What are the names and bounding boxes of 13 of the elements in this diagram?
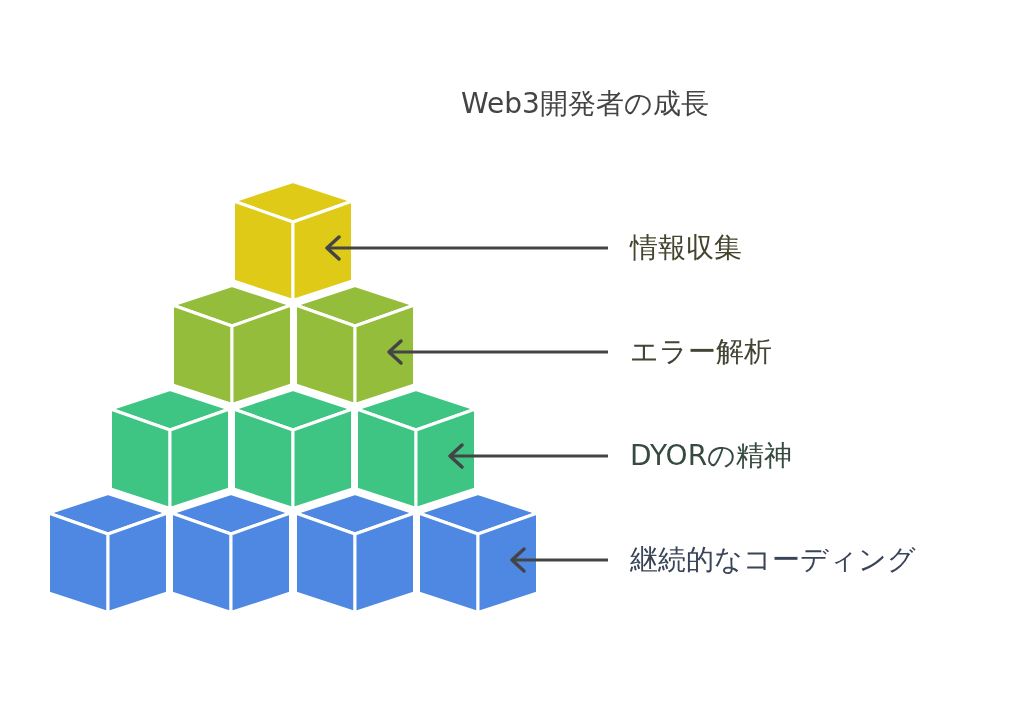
tier-label: エラー解析 <box>608 332 772 372</box>
arrow <box>448 443 608 469</box>
diagram-title: Web3開発者の成長 <box>460 86 710 122</box>
arrow <box>325 235 608 261</box>
cube-drawing <box>417 492 539 614</box>
tier-label: 情報収集 <box>608 228 742 268</box>
cube-drawing <box>294 284 416 406</box>
arrow <box>510 547 608 573</box>
tier-label: DYORの精神 <box>608 436 793 476</box>
cube-drawing <box>232 180 354 302</box>
arrow <box>387 339 608 365</box>
cube-drawing <box>355 388 477 510</box>
tier-label: 継続的なコーディング <box>608 540 916 580</box>
